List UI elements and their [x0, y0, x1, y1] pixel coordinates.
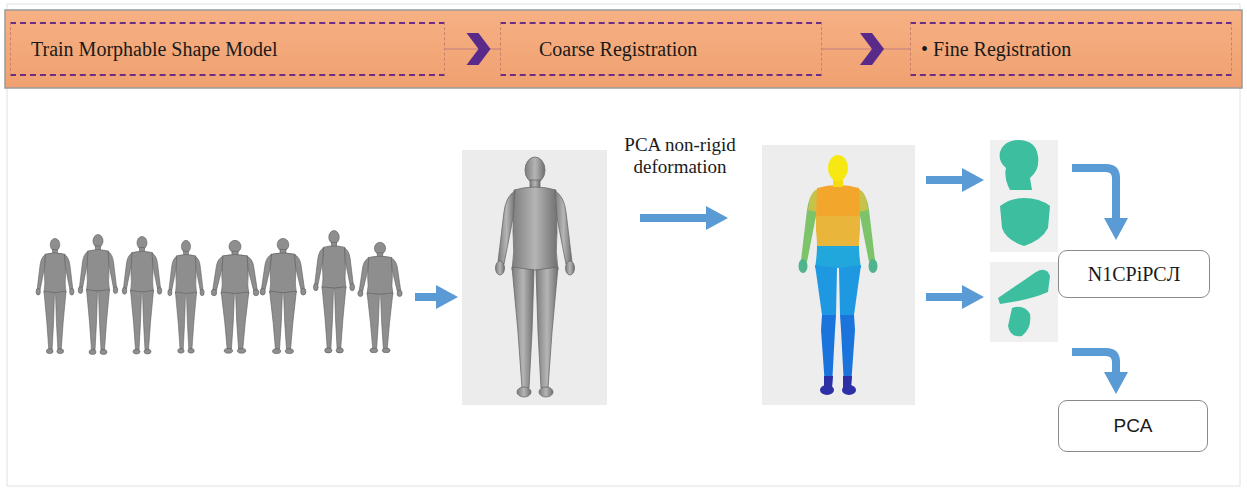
- node-text: Coarse Registration: [539, 38, 697, 61]
- node-text: • Fine Registration: [921, 38, 1071, 61]
- stage-box: • Fine Registration: [910, 22, 1232, 76]
- stage-box: Coarse Registration: [500, 22, 822, 76]
- arrow-label: PCA non-rigid deformation: [622, 134, 738, 178]
- stage-chevron: [822, 33, 910, 65]
- method-box: PCA: [1058, 400, 1208, 452]
- method-box: N1CPiPCЛ: [1058, 250, 1210, 298]
- node-text: Train Morphable Shape Model: [31, 38, 277, 61]
- node-text: N1CPiPCЛ: [1088, 263, 1181, 286]
- stage-box: Train Morphable Shape Model: [10, 22, 445, 76]
- node-text: PCA: [1113, 415, 1152, 437]
- stage-chevron: [445, 33, 500, 65]
